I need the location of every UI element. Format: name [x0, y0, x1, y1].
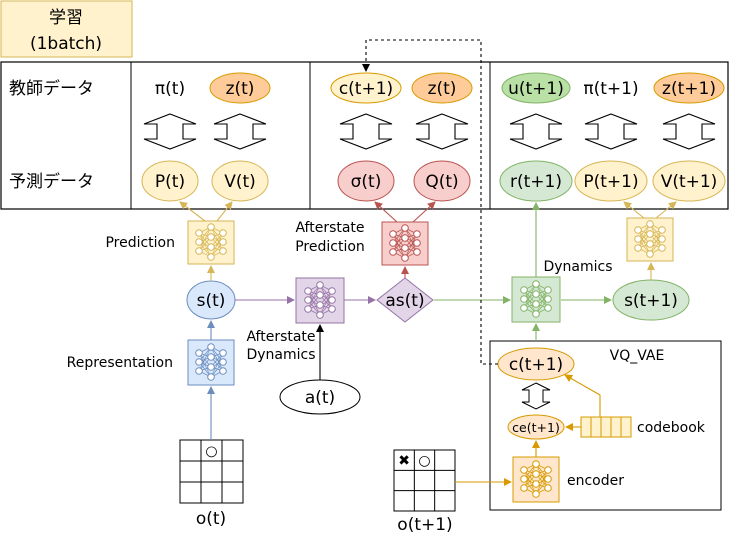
compare-arrow-6 — [584, 113, 638, 150]
svg-text:Q(t): Q(t) — [425, 172, 458, 192]
state-as-t: as(t) — [376, 277, 434, 323]
title-line2: (1batch) — [30, 34, 102, 54]
compare-arrows — [143, 113, 716, 150]
label-afterstate-dynamics-1: Afterstate — [246, 329, 315, 345]
title-box: 学習 (1batch) — [0, 0, 133, 58]
target-pi-t1: π(t+1) — [583, 79, 638, 99]
codebook — [580, 416, 632, 438]
neural-net-icon — [520, 280, 552, 318]
dynamics-net — [511, 276, 561, 323]
neural-net-icon — [195, 343, 227, 381]
pred-Q-t: Q(t) — [413, 160, 471, 202]
svg-text:V(t+1): V(t+1) — [661, 172, 718, 192]
pred-P-t1: P(t+1) — [574, 160, 648, 202]
pred-V-t: V(t) — [211, 160, 269, 202]
pred-r-t1: r(t+1) — [499, 160, 573, 202]
svg-text:s(t+1): s(t+1) — [624, 291, 678, 311]
neural-net-icon — [389, 224, 421, 262]
compare-arrow-4 — [415, 113, 469, 150]
state-s-t: s(t) — [186, 280, 236, 320]
observation-grid-o-t: ○ — [179, 439, 244, 504]
row-label-predicted: 予測データ — [9, 171, 94, 192]
label-afterstate-prediction-1: Afterstate — [295, 220, 364, 236]
svg-text:r(t+1): r(t+1) — [510, 172, 562, 192]
target-z-t-b: z(t) — [411, 72, 473, 104]
compare-arrow-5 — [509, 113, 563, 150]
neural-net-icon — [304, 281, 336, 319]
compare-arrow-1 — [143, 113, 197, 150]
svg-text:V(t): V(t) — [224, 172, 256, 192]
pred-sigma-t: σ(t) — [337, 160, 395, 202]
label-dynamics: Dynamics — [543, 259, 612, 275]
action-a-t: a(t) — [279, 379, 361, 415]
neural-net-icon — [195, 223, 227, 261]
representation-net — [187, 339, 235, 386]
compare-arrow-7 — [662, 113, 716, 150]
neural-net-icon — [520, 460, 552, 498]
svg-text:z(t+1): z(t+1) — [662, 79, 716, 99]
vqvae-compare-arrow — [521, 382, 551, 410]
compare-arrow-3 — [339, 113, 393, 150]
label-representation: Representation — [67, 355, 173, 371]
title-line1: 学習 — [49, 8, 83, 28]
target-z-t: z(t) — [209, 72, 271, 104]
prediction-net — [187, 220, 235, 265]
svg-text:P(t+1): P(t+1) — [583, 172, 638, 192]
target-c-t1: c(t+1) — [330, 72, 402, 104]
grid-cell: ✖ — [398, 453, 410, 469]
afterstate-prediction-net — [381, 221, 429, 266]
vqvae-title: VQ_VAE — [610, 348, 665, 364]
label-o-t1: o(t+1) — [397, 515, 452, 535]
target-z-t1: z(t+1) — [653, 72, 725, 104]
data-table: 教師データ 予測データ — [0, 61, 729, 210]
label-encoder: encoder — [567, 473, 624, 489]
vqvae-ce-t1: ce(t+1) — [507, 414, 565, 440]
svg-text:c(t+1): c(t+1) — [339, 79, 393, 99]
svg-text:z(t): z(t) — [428, 79, 457, 99]
svg-text:u(t+1): u(t+1) — [508, 79, 564, 99]
afterstate-dynamics-net — [295, 277, 345, 324]
vqvae-c-t1: c(t+1) — [497, 347, 575, 381]
svg-text:c(t+1): c(t+1) — [509, 355, 563, 375]
svg-text:σ(t): σ(t) — [351, 172, 382, 192]
row-label-teacher: 教師データ — [9, 78, 94, 99]
vqvae-box: VQ_VAE — [489, 340, 722, 511]
prediction-net-2 — [626, 217, 674, 262]
svg-text:z(t): z(t) — [226, 79, 255, 99]
label-o-t: o(t) — [196, 509, 226, 529]
grid-cell: ○ — [205, 444, 217, 460]
compare-arrow-2 — [213, 113, 267, 150]
svg-text:as(t): as(t) — [385, 291, 424, 311]
target-pi-t: π(t) — [155, 79, 185, 99]
pred-P-t: P(t) — [141, 160, 199, 202]
connectors — [179, 39, 677, 486]
svg-text:ce(t+1): ce(t+1) — [512, 420, 560, 435]
svg-text:a(t): a(t) — [305, 388, 335, 408]
target-u-t1: u(t+1) — [501, 72, 571, 104]
label-afterstate-dynamics-2: Dynamics — [246, 347, 315, 363]
svg-text:P(t): P(t) — [155, 172, 185, 192]
observation-grid-o-t1: ✖○ — [393, 449, 456, 512]
label-prediction: Prediction — [105, 235, 175, 251]
pred-V-t1: V(t+1) — [652, 160, 726, 202]
label-codebook: codebook — [637, 420, 706, 436]
encoder-net — [512, 456, 560, 503]
neural-net-icon — [634, 220, 666, 258]
grid-cell: ○ — [418, 453, 430, 469]
label-afterstate-prediction-2: Prediction — [295, 239, 365, 255]
svg-text:s(t): s(t) — [197, 291, 226, 311]
state-s-t1: s(t+1) — [612, 279, 690, 321]
